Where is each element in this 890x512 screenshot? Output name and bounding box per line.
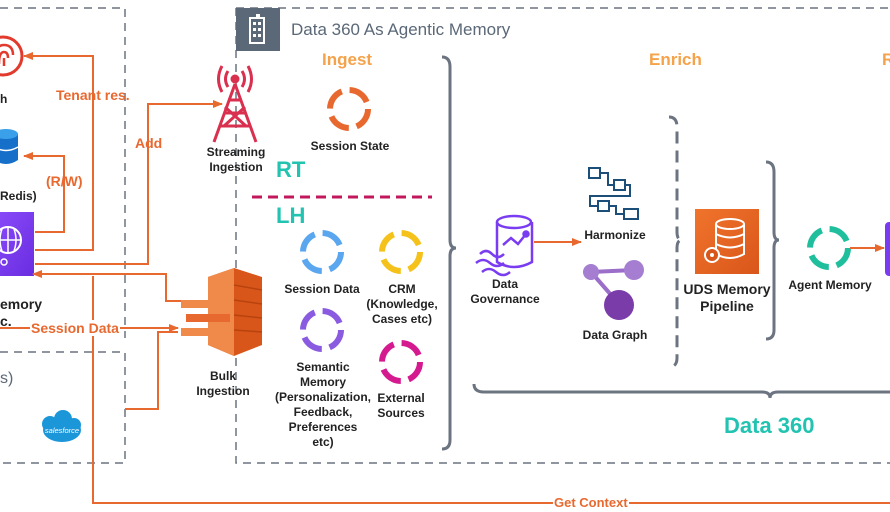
section-right-cut: R bbox=[882, 50, 890, 69]
data-graph-label: Data Graph bbox=[582, 328, 648, 342]
data-graph-icon bbox=[583, 260, 644, 320]
external-sources-icon bbox=[379, 340, 423, 384]
session-data-edge-label: Session Data bbox=[30, 320, 120, 336]
crm-icon bbox=[379, 230, 423, 274]
agent-api-icon bbox=[0, 212, 34, 276]
external-sources-label: External Sources bbox=[377, 391, 425, 420]
session-data-icon bbox=[300, 230, 344, 274]
data-governance-icon bbox=[475, 214, 534, 277]
streaming-tower-icon bbox=[212, 65, 258, 143]
uds-memory-pipeline-icon bbox=[695, 209, 759, 274]
salesforce-logo-text: salesforce bbox=[45, 426, 79, 435]
agent-memory-label: Agent Memory bbox=[788, 278, 872, 292]
get-context-label: Get Context bbox=[553, 495, 629, 510]
add-edge bbox=[35, 100, 223, 265]
right-output-icon bbox=[885, 222, 890, 276]
ingest-bracket bbox=[441, 55, 457, 451]
building-icon bbox=[236, 8, 280, 51]
salesforce-cloud-icon: salesforce bbox=[42, 410, 81, 442]
session-data-label: Session Data bbox=[284, 282, 360, 296]
uds-memory-pipeline-label: UDS Memory Pipeline bbox=[683, 281, 771, 314]
rw-edge bbox=[23, 152, 65, 233]
agent-label-1: emory bbox=[0, 296, 43, 312]
cache-label: Redis) bbox=[0, 189, 37, 203]
section-ingest: Ingest bbox=[322, 50, 373, 69]
bulk-ingestion-icon bbox=[181, 268, 263, 356]
semantic-memory-icon bbox=[300, 308, 344, 352]
session-state-icon bbox=[327, 87, 371, 131]
cache-database-icon bbox=[0, 129, 19, 164]
data360-bracket bbox=[472, 383, 890, 399]
section-enrich: Enrich bbox=[649, 50, 702, 69]
agent-label-2: c. bbox=[0, 313, 12, 329]
bulk-source-edge bbox=[125, 331, 178, 410]
main-group-border bbox=[235, 7, 890, 464]
left-bottom-group bbox=[0, 351, 126, 464]
session-state-label: Session State bbox=[310, 139, 390, 153]
rw-label: (R/W) bbox=[46, 173, 83, 189]
harmonize-icon bbox=[588, 167, 639, 220]
page-title: Data 360 As Agentic Memory bbox=[291, 20, 511, 39]
bulk-ingestion-label: Bulk Ingestion bbox=[196, 369, 250, 398]
auth-label: h bbox=[0, 92, 8, 106]
data-governance-label: Data Governance bbox=[470, 277, 540, 306]
crm-label: CRM (Knowledge, Cases etc) bbox=[366, 282, 438, 326]
data360-label: Data 360 bbox=[724, 413, 815, 438]
auth-fingerprint-icon bbox=[0, 35, 24, 77]
bulk-to-agent-edge bbox=[32, 270, 181, 302]
harmonize-label: Harmonize bbox=[584, 228, 646, 242]
sources-label: s) bbox=[0, 370, 14, 387]
rt-label: RT bbox=[276, 157, 306, 182]
add-label: Add bbox=[135, 135, 163, 151]
uds-bracket bbox=[765, 160, 780, 341]
enrich-bracket bbox=[668, 115, 683, 369]
tenant-res-edge bbox=[23, 52, 94, 251]
lh-label: LH bbox=[276, 203, 306, 228]
tenant-res-label: Tenant res. bbox=[56, 87, 130, 103]
semantic-memory-label: Semantic Memory (Personalization, Feedba… bbox=[274, 360, 372, 449]
agent-memory-icon bbox=[807, 226, 851, 270]
streaming-ingestion-label: Streaming Ingestion bbox=[206, 145, 266, 174]
